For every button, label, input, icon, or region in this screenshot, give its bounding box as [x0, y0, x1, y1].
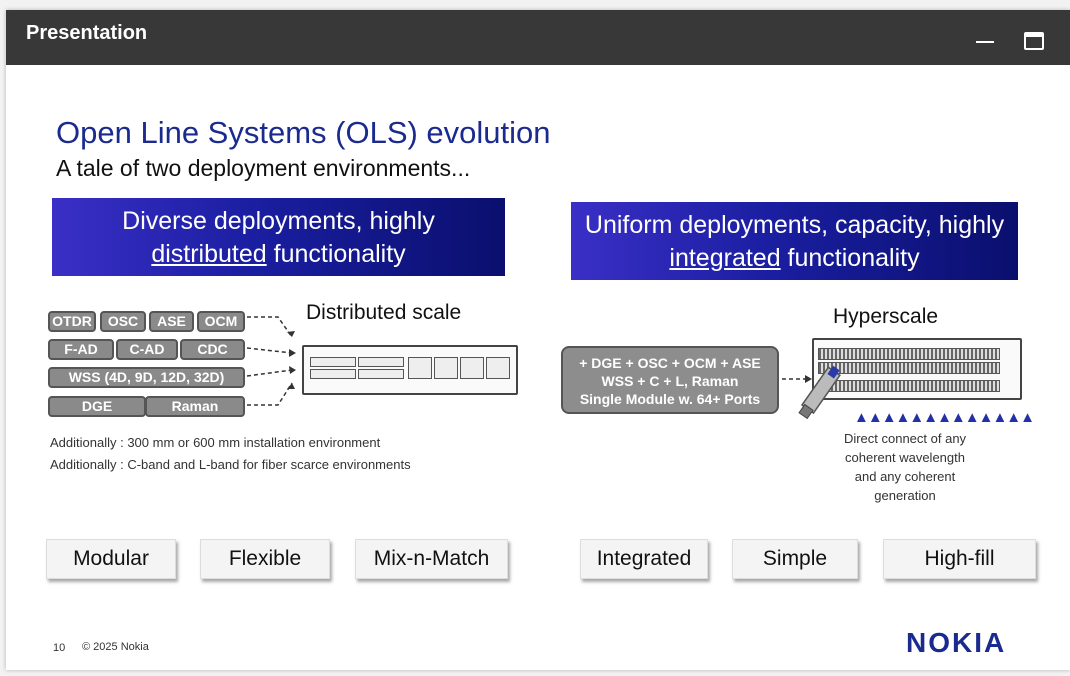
- direct-connect-line: generation: [874, 488, 936, 503]
- port-row: [818, 348, 1000, 360]
- page-number: 10: [53, 642, 66, 654]
- connector-arrows: [246, 316, 841, 420]
- arrow-line: [246, 369, 293, 377]
- title-bar: Presentation: [6, 10, 1070, 65]
- arrow-head: [287, 331, 295, 337]
- integrated-line3: Single Module w. 64+ Ports: [579, 391, 761, 407]
- arrow-head: [287, 383, 295, 389]
- tag-f-ad: F-AD: [48, 339, 114, 360]
- arrow-line: [247, 316, 293, 338]
- port-row: [818, 362, 1000, 374]
- pill-flexible: Flexible: [200, 539, 330, 579]
- arrow-line: [246, 347, 293, 354]
- tag-wss: WSS (4D, 9D, 12D, 32D): [48, 367, 245, 388]
- direct-connect-line: coherent wavelength: [845, 450, 965, 465]
- chassis-slot: [486, 357, 510, 379]
- maximize-icon[interactable]: [1022, 28, 1048, 50]
- chassis-slot: [310, 357, 356, 367]
- right-banner-line1: Uniform deployments, capacity, highly: [584, 211, 1005, 239]
- left-banner-line1: Diverse deployments, highly: [122, 207, 435, 235]
- pill-modular: Modular: [46, 539, 176, 579]
- right-banner-underlined: integrated: [669, 244, 781, 272]
- tag-otdr: OTDR: [48, 311, 96, 332]
- slide-subtitle: A tale of two deployment environments...: [56, 155, 471, 181]
- arrow-line: [247, 382, 293, 406]
- copyright: © 2025 Nokia: [82, 641, 149, 653]
- chassis-slot: [358, 357, 404, 367]
- arrow-head: [289, 366, 296, 374]
- tag-ocm: OCM: [197, 311, 245, 332]
- direct-connect-text: Direct connect of any coherent wavelengt…: [830, 429, 980, 505]
- left-banner-line2: functionality: [266, 240, 406, 268]
- note-band: Additionally : C-band and L-band for fib…: [50, 457, 411, 472]
- chassis-slot: [358, 369, 404, 379]
- pill-simple: Simple: [732, 539, 858, 579]
- left-banner: Diverse deployments, highly distributed …: [52, 198, 505, 276]
- pill-mix-n-match: Mix-n-Match: [355, 539, 508, 579]
- slide-title: Open Line Systems (OLS) evolution: [56, 115, 551, 150]
- integrated-line1: + DGE + OSC + OCM + ASE: [579, 355, 761, 371]
- hyperscale-chassis-image: [812, 338, 1022, 400]
- right-banner: Uniform deployments, capacity, highly in…: [571, 202, 1018, 280]
- transceiver-icon: [798, 365, 841, 420]
- direct-connect-line: Direct connect of any: [843, 431, 967, 446]
- chassis-slot: [310, 369, 356, 379]
- presentation-window: Presentation Open Line Systems (OLS) evo…: [6, 10, 1070, 670]
- tag-dge: DGE: [48, 396, 146, 417]
- direct-connect-line: and any coherent: [854, 469, 956, 484]
- tag-c-ad: C-AD: [116, 339, 178, 360]
- right-banner-line2: functionality: [780, 244, 920, 272]
- chassis-slot: [408, 357, 432, 379]
- distributed-scale-label: Distributed scale: [306, 301, 462, 324]
- left-banner-underlined: distributed: [151, 240, 267, 268]
- distributed-chassis-image: [302, 345, 518, 395]
- chassis-slot: [460, 357, 484, 379]
- tag-raman: Raman: [145, 396, 245, 417]
- integrated-module-box: + DGE + OSC + OCM + ASE WSS + C + L, Ram…: [561, 346, 779, 414]
- arrow-head: [805, 375, 812, 383]
- window-title: Presentation: [26, 22, 148, 44]
- arrow-head: [289, 349, 296, 357]
- up-arrows-icon: ▲▲▲▲▲▲▲▲▲▲▲▲▲: [854, 409, 1035, 426]
- nokia-logo: NOKIA: [906, 627, 1007, 658]
- note-installation: Additionally : 300 mm or 600 mm installa…: [50, 435, 381, 450]
- pill-integrated: Integrated: [580, 539, 708, 579]
- tag-osc: OSC: [100, 311, 146, 332]
- hyperscale-label: Hyperscale: [833, 305, 939, 328]
- tag-cdc: CDC: [180, 339, 245, 360]
- pill-high-fill: High-fill: [883, 539, 1036, 579]
- minimize-icon[interactable]: [972, 28, 998, 50]
- integrated-line2: WSS + C + L, Raman: [601, 373, 739, 389]
- chassis-slot: [434, 357, 458, 379]
- slide-content: Open Line Systems (OLS) evolution A tale…: [6, 65, 1070, 670]
- tag-ase: ASE: [149, 311, 194, 332]
